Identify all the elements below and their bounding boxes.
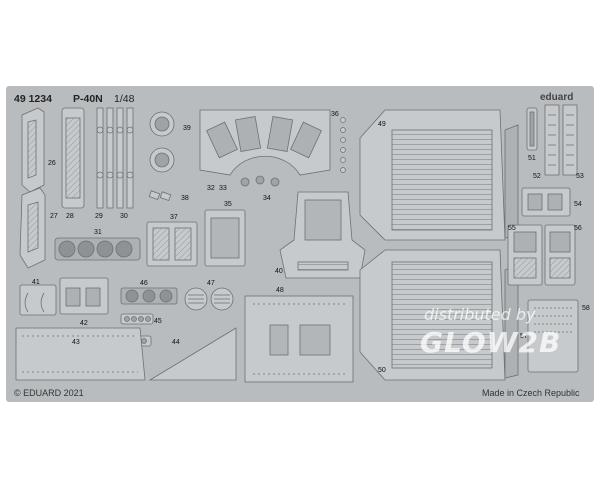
part-38-brackets — [148, 190, 172, 202]
part-43-44-floor-panel — [15, 327, 237, 381]
part-label: 45 — [154, 318, 162, 325]
part-label: 26 — [48, 160, 56, 167]
part-label: 58 — [582, 305, 590, 312]
sheet-set-number: 49 1234 — [14, 93, 52, 105]
part-label: 54 — [574, 201, 582, 208]
part-label: 32 — [207, 185, 215, 192]
part-label: 47 — [207, 280, 215, 287]
part-26-27-side-frames — [19, 107, 46, 269]
part-label: 52 — [533, 173, 541, 180]
part-label: 43 — [72, 339, 80, 346]
part-label: 28 — [66, 213, 74, 220]
part-34-instrument-panel — [199, 109, 331, 187]
part-label: 39 — [183, 125, 191, 132]
part-35-box — [204, 209, 246, 267]
part-51-strip — [526, 107, 538, 151]
part-label: 29 — [95, 213, 103, 220]
part-52-53-ladders — [544, 104, 578, 176]
part-label: 40 — [275, 268, 283, 275]
part-label: 50 — [378, 367, 386, 374]
brand-logo-text: eduard — [540, 92, 574, 103]
copyright-text: © EDUARD 2021 — [14, 388, 84, 398]
part-label: 41 — [32, 279, 40, 286]
part-label: 30 — [120, 213, 128, 220]
watermark-glow2b: GLOW2B — [420, 326, 562, 359]
part-label: 56 — [574, 225, 582, 232]
part-label: 34 — [263, 195, 271, 202]
part-label: 37 — [170, 214, 178, 221]
part-label: 42 — [80, 320, 88, 327]
part-39-gauges — [149, 111, 175, 173]
part-label: 46 — [140, 280, 148, 287]
part-55-56-mounts — [507, 224, 576, 286]
part-number-labels: 26 27 28 29 30 31 32 33 34 35 36 37 38 3… — [32, 111, 590, 374]
part-label: 36 — [331, 111, 339, 118]
part-label: 35 — [224, 201, 232, 208]
part-48-floor — [244, 295, 354, 383]
watermark-distributed-by: distributed by — [424, 305, 536, 324]
part-label: 31 — [94, 229, 102, 236]
part-label: 55 — [508, 225, 516, 232]
part-36-chain — [340, 117, 346, 173]
part-label: 48 — [276, 287, 284, 294]
part-41-42-clips — [19, 277, 109, 316]
part-label: 44 — [172, 339, 180, 346]
part-31-round-plates — [54, 237, 141, 261]
sheet-scale: 1/48 — [114, 93, 135, 105]
part-label: 51 — [528, 155, 536, 162]
part-label: 53 — [576, 173, 584, 180]
part-label: 57 — [520, 333, 528, 340]
part-40-seat — [279, 191, 366, 279]
part-label: 38 — [181, 195, 189, 202]
origin-text: Made in Czech Republic — [482, 388, 580, 398]
sheet-model-name: P-40N — [73, 93, 103, 105]
part-29-30-rods — [96, 107, 134, 209]
part-label: 49 — [378, 121, 386, 128]
part-54-brackets — [521, 187, 571, 217]
part-57-58-plates — [527, 299, 579, 373]
part-label: 33 — [219, 185, 227, 192]
part-37-bracket — [146, 221, 198, 267]
part-label: 27 — [50, 213, 58, 220]
part-49-50-radiator-panels — [359, 109, 519, 381]
part-28-panel — [61, 107, 85, 209]
